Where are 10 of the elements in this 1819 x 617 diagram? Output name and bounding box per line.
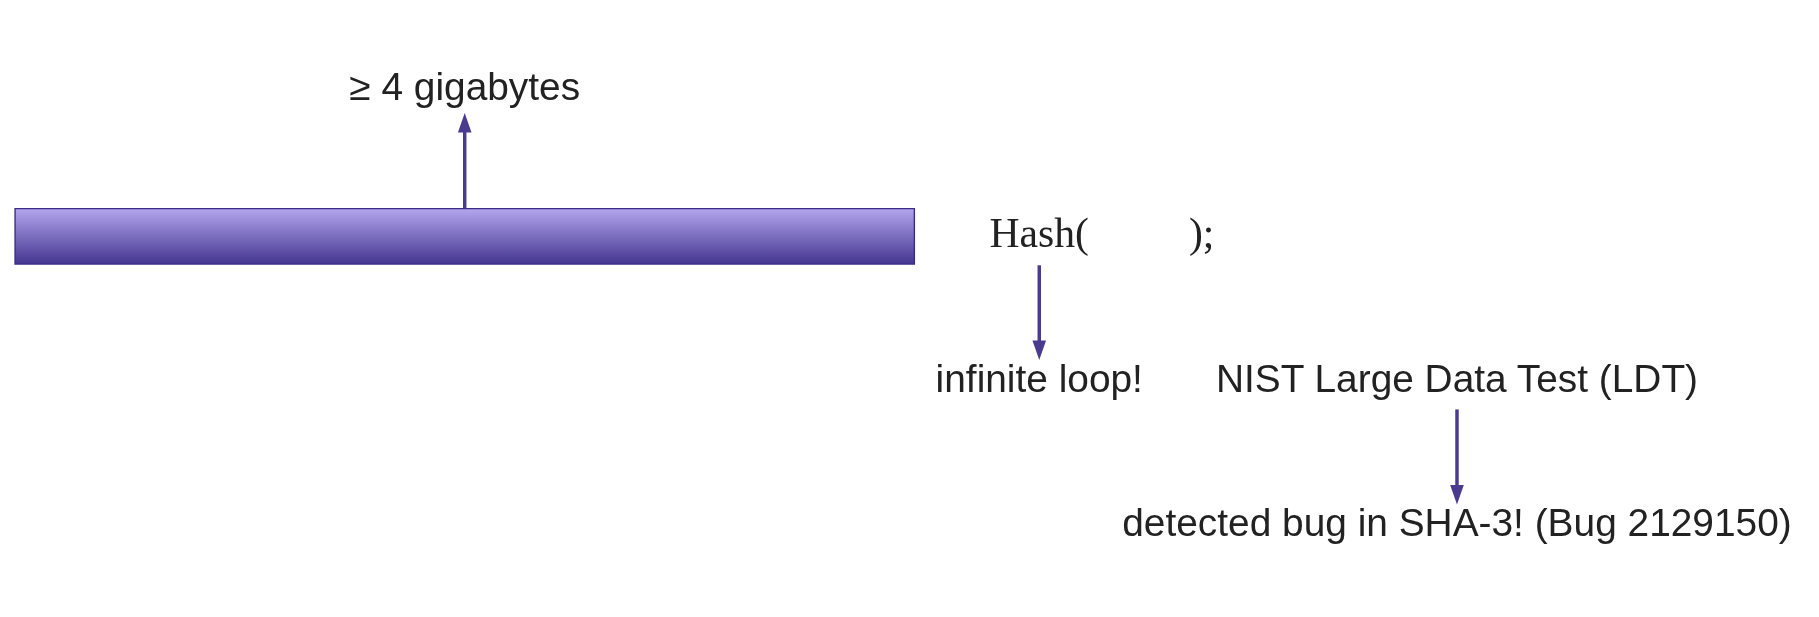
node-text: Hash( xyxy=(989,209,1089,256)
node-text: detected bug in SHA-3! (Bug 2129150) xyxy=(1122,500,1792,544)
node-text: ≥ 4 gigabytes xyxy=(349,65,581,109)
node-bar xyxy=(14,207,916,265)
arrow xyxy=(457,112,472,209)
node-text: NIST Large Data Test (LDT) xyxy=(1215,356,1699,400)
arrow xyxy=(1450,409,1464,505)
node-text: ); xyxy=(1188,209,1215,256)
node-text: infinite loop! xyxy=(935,356,1143,400)
arrow xyxy=(1032,265,1047,360)
